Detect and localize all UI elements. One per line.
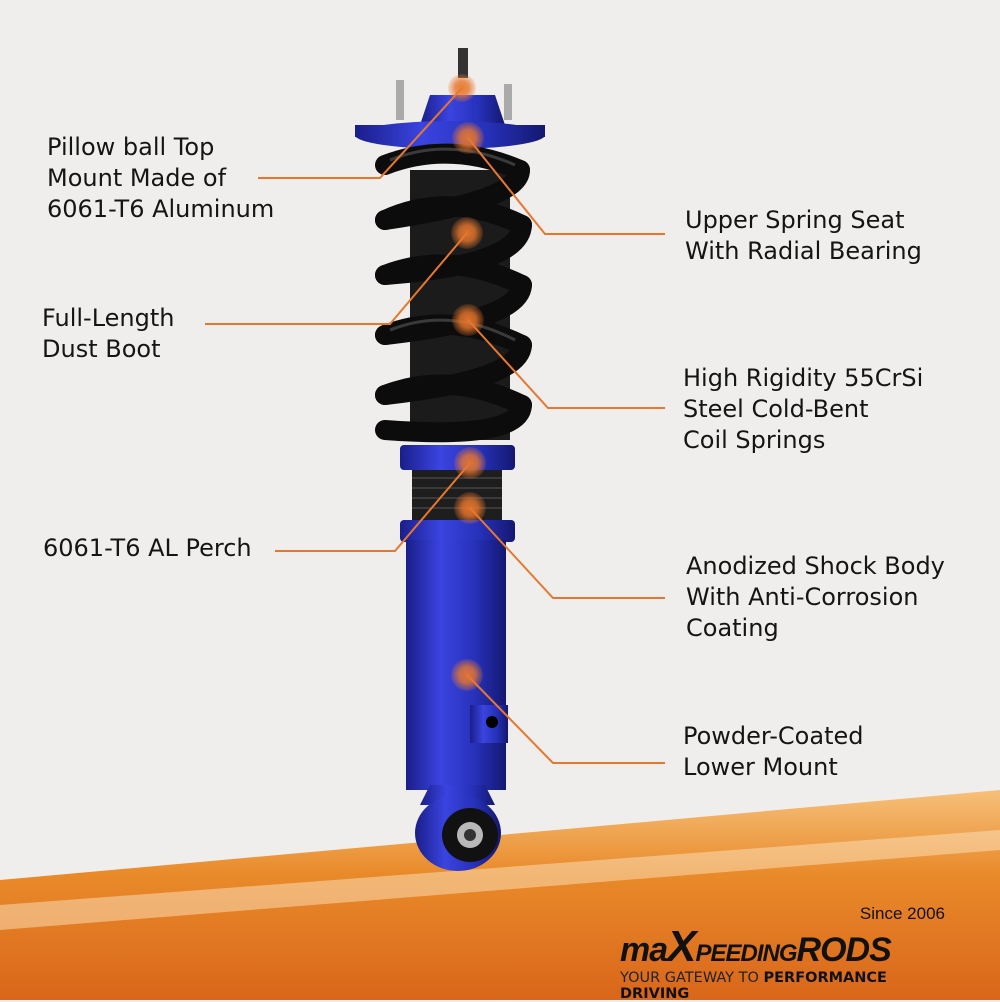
leader-springs — [467, 319, 665, 409]
marker-dot — [452, 304, 484, 336]
brand-logo: Since 2006 maXPEEDINGRODS YOUR GATEWAY T… — [620, 904, 950, 1002]
marker-dot — [448, 74, 476, 102]
callout-shock-body: Anodized Shock Body With Anti-Corrosion … — [686, 552, 945, 642]
callout-springs: High Rigidity 55CrSi Steel Cold-Bent Coi… — [683, 364, 924, 454]
tagline: YOUR GATEWAY TO PERFORMANCE DRIVING — [620, 970, 950, 1002]
coilover — [355, 48, 545, 871]
leader-shock-body — [469, 507, 665, 599]
leader-top-mount — [258, 87, 463, 179]
marker-dot — [454, 447, 486, 479]
callout-dust-boot: Full-Length Dust Boot — [42, 304, 175, 363]
callout-perch: 6061-T6 AL Perch — [43, 534, 252, 562]
tagline-light: YOUR GATEWAY TO — [620, 970, 764, 986]
logo-x: X — [667, 922, 696, 971]
callout-upper-seat: Upper Spring Seat With Radial Bearing — [685, 206, 922, 265]
leader-lower-mount — [466, 674, 665, 764]
logo-rods: RODS — [796, 931, 892, 969]
leader-upper-seat — [467, 137, 665, 235]
marker-dot — [452, 122, 484, 154]
orange-band — [0, 790, 1000, 1000]
logo-ma: ma — [620, 931, 668, 969]
marker-dot — [454, 492, 486, 524]
leader-perch — [275, 462, 471, 552]
leader-dust-boot — [205, 232, 468, 325]
callout-top-mount: Pillow ball Top Mount Made of 6061-T6 Al… — [47, 133, 275, 223]
marker-dot — [451, 217, 483, 249]
since-text: Since 2006 — [859, 904, 945, 923]
marker-dot — [451, 659, 483, 691]
callout-lower-mount: Powder-Coated Lower Mount — [683, 722, 864, 781]
logo-peeding: PEEDING — [695, 940, 798, 967]
tagline-bold: PERFORMANCE DRIVING — [620, 970, 887, 1002]
